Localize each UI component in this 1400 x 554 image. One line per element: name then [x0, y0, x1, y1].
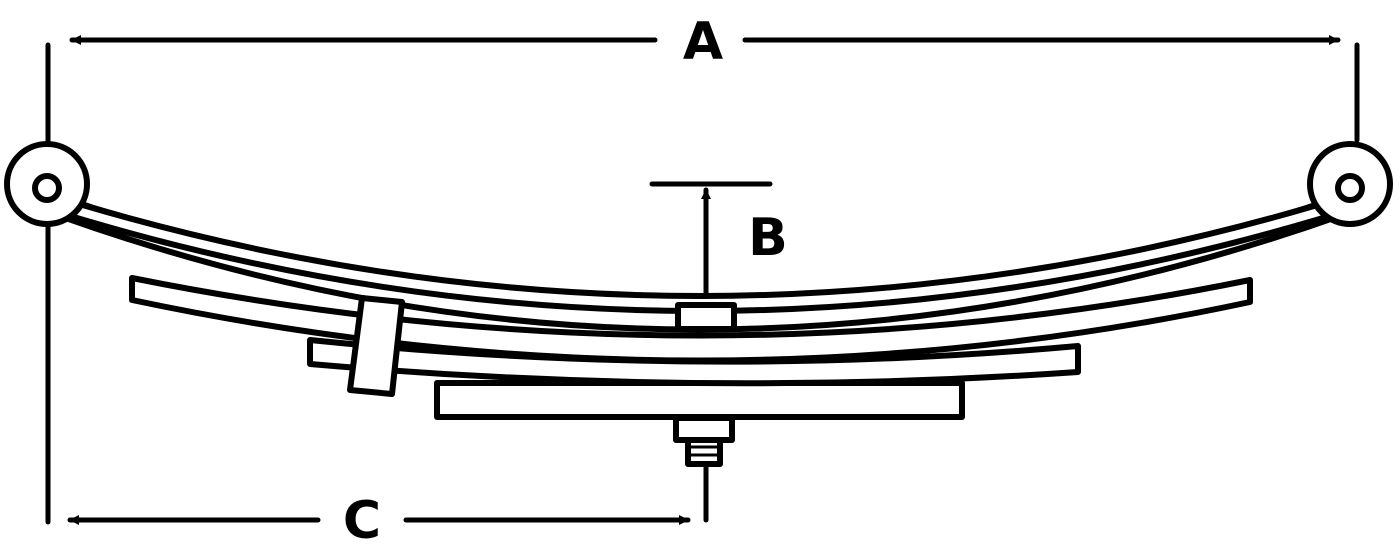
leaf-3	[129, 275, 1253, 364]
bolt-threads	[690, 445, 718, 457]
center-bolt-stud	[685, 437, 723, 467]
dimension-b-label: B	[748, 208, 788, 268]
left-eye-hole	[32, 173, 62, 203]
center-bolt-head	[675, 302, 737, 332]
alignment-clip	[347, 295, 405, 397]
dimension-a-label: A	[683, 12, 723, 72]
leaf-5	[434, 380, 965, 420]
dimension-c-label: C	[343, 491, 381, 551]
right-eye-hole	[1335, 173, 1365, 203]
center-bolt-nut	[673, 415, 735, 443]
leaf-1-main	[35, 189, 1365, 314]
leaf-spring	[4, 141, 1393, 467]
